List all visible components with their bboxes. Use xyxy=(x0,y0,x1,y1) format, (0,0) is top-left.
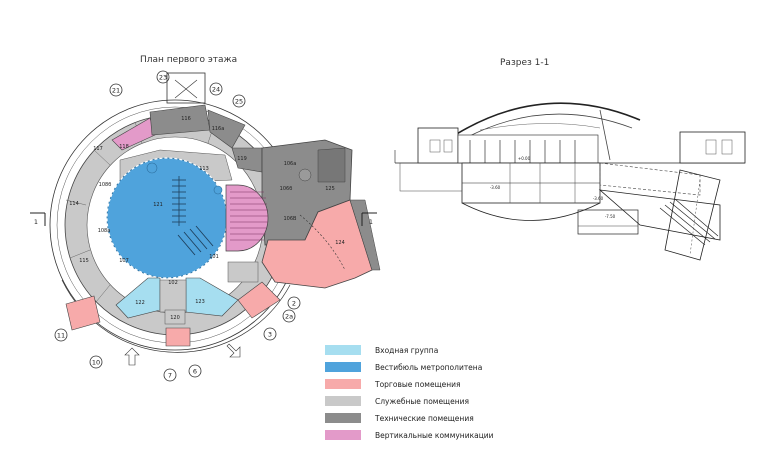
entrance-arrow-icon xyxy=(124,347,140,366)
level-mark: +0.00 xyxy=(518,156,531,161)
svg-text:2a: 2a xyxy=(285,313,293,321)
legend-swatch xyxy=(325,396,361,406)
legend-swatch xyxy=(325,379,361,389)
legend-label: Торговые помещения xyxy=(374,380,461,389)
legend-swatch xyxy=(325,362,361,372)
svg-text:21: 21 xyxy=(112,87,120,95)
room-label: 122 xyxy=(135,300,145,306)
exit-arrow-icon xyxy=(226,343,241,358)
room-label: 121 xyxy=(153,202,163,208)
svg-text:11: 11 xyxy=(57,332,65,340)
callout-10: 10 xyxy=(89,355,103,369)
room-label: 108б xyxy=(99,182,112,188)
vertical-comm-east xyxy=(225,184,269,252)
callout-6: 6 xyxy=(188,364,202,378)
legend: Входная группа Вестибюль метрополитена Т… xyxy=(325,345,494,440)
room-label: 106б xyxy=(280,186,293,192)
stair-tower-outline xyxy=(166,72,206,104)
legend-swatch xyxy=(325,345,361,355)
legend-label: Технические помещения xyxy=(374,414,474,423)
svg-text:23: 23 xyxy=(159,74,167,82)
legend-label: Вертикальные коммуникации xyxy=(375,431,494,440)
callout-23: 23 xyxy=(156,70,170,84)
room-label: 119 xyxy=(237,156,247,162)
room-label: 108a xyxy=(98,228,111,234)
svg-text:1: 1 xyxy=(369,218,373,226)
svg-text:3: 3 xyxy=(268,331,272,339)
svg-text:1: 1 xyxy=(34,218,38,226)
legend-label: Служебные помещения xyxy=(375,397,469,406)
section-title: Разрез 1-1 xyxy=(500,58,549,68)
room-label: 114 xyxy=(69,201,79,207)
svg-text:24: 24 xyxy=(212,86,220,94)
room-label: 101 xyxy=(209,254,219,260)
legend-swatch xyxy=(325,413,361,423)
tech-room-north xyxy=(149,104,211,136)
level-mark: -3.60 xyxy=(593,196,604,201)
room-label: 123 xyxy=(195,299,205,305)
callout-2a: 2a xyxy=(282,309,296,323)
room-label: 116a xyxy=(212,126,225,132)
level-mark: -7.50 xyxy=(605,214,616,219)
room-label: 106a xyxy=(284,161,297,167)
escalator-shaft xyxy=(598,189,721,241)
room-label: 124 xyxy=(335,240,345,246)
retail-area xyxy=(261,199,373,289)
callout-24: 24 xyxy=(209,82,223,96)
room-label: 118 xyxy=(119,144,129,150)
section-cut-east: 1 xyxy=(361,212,377,226)
dome-roof xyxy=(454,102,641,136)
room-label: 117 xyxy=(93,146,103,152)
callout-21: 21 xyxy=(109,83,123,97)
turnstiles xyxy=(172,176,186,226)
level-mark: -3.60 xyxy=(490,185,501,190)
legend-label: Входная группа xyxy=(375,346,438,355)
room-label: 107 xyxy=(119,258,129,264)
plan-title: План первого этажа xyxy=(140,55,237,65)
room-label: 102 xyxy=(168,280,178,286)
legend-label: Вестибюль метрополитена xyxy=(375,363,482,372)
room-label: 115 xyxy=(79,258,89,264)
section-drawing: Разрез 1-1 xyxy=(394,58,746,261)
section-cut-west: 1 xyxy=(30,212,46,226)
floor-plan: План первого этажа xyxy=(30,55,381,382)
svg-text:25: 25 xyxy=(235,98,243,106)
room-label: 113 xyxy=(199,166,209,172)
room-label: 125 xyxy=(325,186,335,192)
room-label: 120 xyxy=(170,315,180,321)
svg-text:2: 2 xyxy=(292,300,296,308)
svg-text:6: 6 xyxy=(193,368,197,376)
callout-2: 2 xyxy=(287,296,301,310)
legend-swatch xyxy=(325,430,361,440)
callout-7: 7 xyxy=(163,368,177,382)
callout-11: 11 xyxy=(54,328,68,342)
room-label: 106B xyxy=(284,216,298,222)
room-label: 116 xyxy=(181,116,191,122)
svg-text:7: 7 xyxy=(168,372,172,380)
callout-25: 25 xyxy=(232,94,246,108)
svg-text:10: 10 xyxy=(92,359,100,367)
callout-3: 3 xyxy=(263,327,277,341)
